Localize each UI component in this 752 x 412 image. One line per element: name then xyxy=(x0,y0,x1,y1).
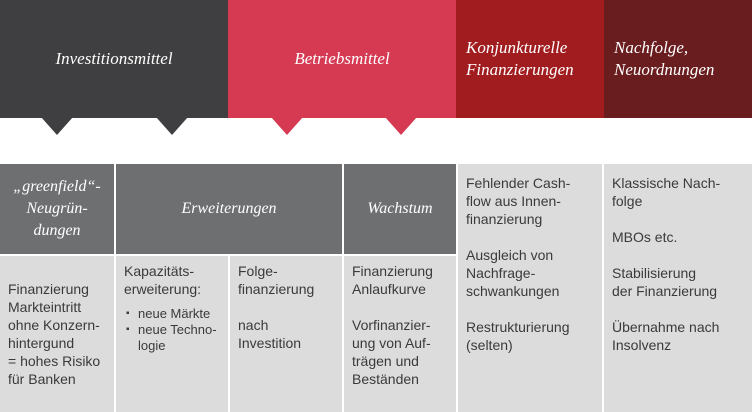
wachstum-text-1: Finanzierung Anlaufkurve xyxy=(352,263,433,297)
subheader-wachstum: Wachstum xyxy=(344,164,456,254)
cell-konjunkturelle: Fehlender Cash- flow aus Innen- finanzie… xyxy=(458,164,602,412)
header-konjunkturelle-label: Konjunkturelle Finanzierungen xyxy=(466,38,574,79)
konjunkturelle-text-2: Ausgleich von Nachfrage- schwankungen xyxy=(466,247,560,299)
cell-greenfield: Finanzierung Markteintritt ohne Konzern-… xyxy=(0,256,114,412)
header-nachfolge-label: Nachfolge, Neuordnungen xyxy=(614,38,715,79)
pointer-arrow-greenfield xyxy=(41,117,73,135)
konjunkturelle-text-1: Fehlender Cash- flow aus Innen- finanzie… xyxy=(466,175,571,227)
header-nachfolge-neuordnungen: Nachfolge, Neuordnungen xyxy=(604,0,752,118)
pointer-arrow-betrieb-2 xyxy=(385,117,417,135)
subheader-wachstum-label: Wachstum xyxy=(367,200,433,217)
folge-text-2: nach Investition xyxy=(238,317,302,351)
wachstum-text-2: Vorfinanzier- ung von Auf- trägen und Be… xyxy=(352,317,431,387)
cell-nachfolge: Klassische Nach- folge MBOs etc. Stabili… xyxy=(604,164,752,412)
subheader-greenfield: „greenfield“- Neugrün- dungen xyxy=(0,164,114,254)
list-item: neue Märkte xyxy=(124,306,220,322)
header-betriebsmittel: Betriebsmittel xyxy=(228,0,456,118)
cell-folgefinanzierung: Folge- finanzierung nach Investition xyxy=(230,256,342,412)
konjunkturelle-text-3: Restrukturierung (selten) xyxy=(466,319,570,353)
nachfolge-text-1: Klassische Nach- folge xyxy=(612,175,721,209)
kapazitaet-list: neue Märkte neue Techno- logie xyxy=(124,306,220,354)
subheader-erweiterungen-label: Erweiterungen xyxy=(181,200,277,217)
nachfolge-text-4: Übernahme nach Insolvenz xyxy=(612,319,720,353)
folge-text-1: Folge- finanzierung xyxy=(238,263,315,297)
pointer-arrow-erweiterungen xyxy=(156,117,188,135)
header-betriebsmittel-label: Betriebsmittel xyxy=(294,49,390,68)
list-item: neue Techno- logie xyxy=(124,322,220,354)
subheader-greenfield-label: „greenfield“- Neugrün- dungen xyxy=(13,178,101,239)
nachfolge-text-3: Stabilisierung der Finanzierung xyxy=(612,265,718,299)
kapazitaet-title: Kapazitäts- erweiterung: xyxy=(124,263,202,297)
cell-wachstum: Finanzierung Anlaufkurve Vorfinanzier- u… xyxy=(344,256,456,412)
cell-kapazitaetserweiterung: Kapazitäts- erweiterung: neue Märkte neu… xyxy=(116,256,228,412)
cell-greenfield-text: Finanzierung Markteintritt ohne Konzern-… xyxy=(8,281,101,387)
header-konjunkturelle-finanzierungen: Konjunkturelle Finanzierungen xyxy=(456,0,604,118)
header-investitionsmittel-label: Investitionsmittel xyxy=(55,49,173,68)
pointer-arrow-betrieb-1 xyxy=(271,117,303,135)
subheader-erweiterungen: Erweiterungen xyxy=(116,164,342,254)
header-investitionsmittel: Investitionsmittel xyxy=(0,0,228,118)
nachfolge-text-2: MBOs etc. xyxy=(612,229,678,245)
